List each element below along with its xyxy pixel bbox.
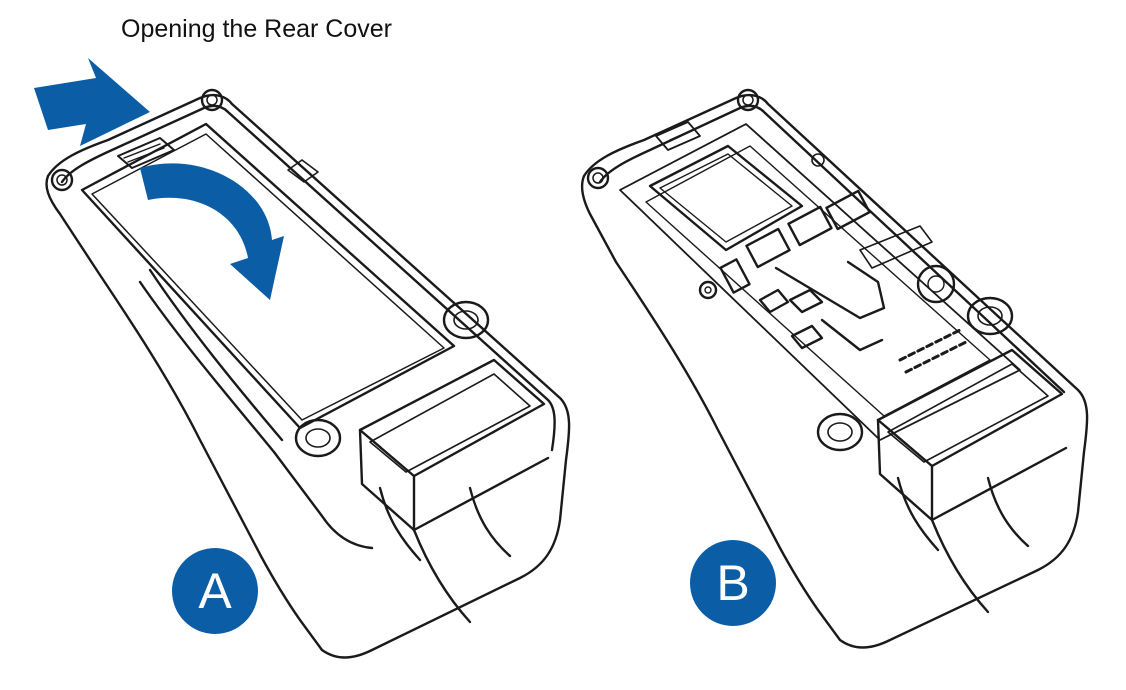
panel-label-b: B <box>690 540 776 626</box>
push-arrow-icon <box>34 58 150 146</box>
device-a-illustration <box>34 58 571 659</box>
device-b-illustration <box>580 88 1089 649</box>
figure-b: B <box>560 0 1126 690</box>
panel-label-a: A <box>172 548 258 634</box>
page-title: Opening the Rear Cover <box>121 15 392 43</box>
curved-arrow-icon <box>140 163 284 300</box>
figure-a: A <box>34 58 571 659</box>
